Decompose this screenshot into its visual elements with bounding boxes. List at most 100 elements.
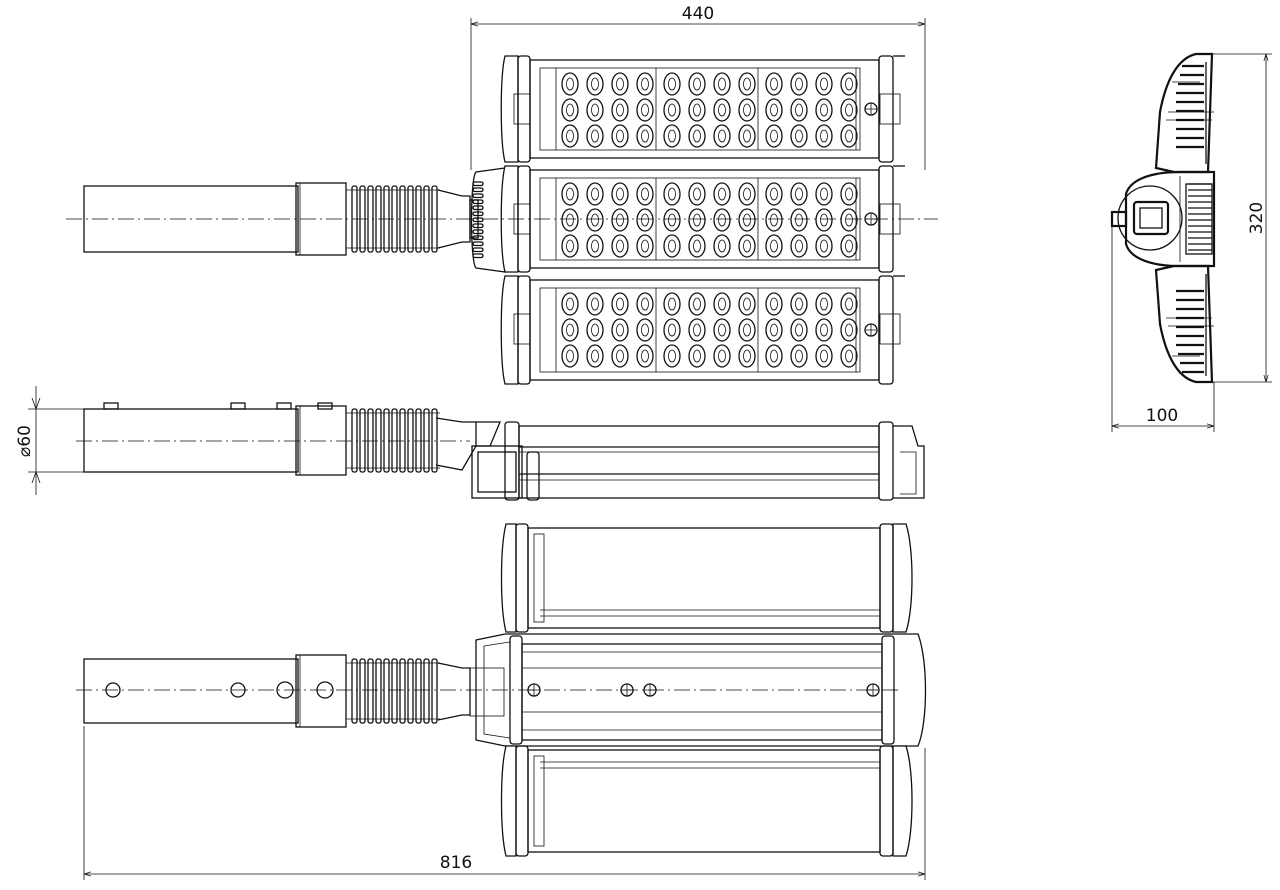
led	[840, 124, 858, 148]
led	[765, 234, 783, 258]
led	[738, 234, 756, 258]
clamp-fin	[472, 241, 484, 247]
led-module	[500, 275, 905, 385]
led	[636, 292, 654, 316]
led	[561, 98, 579, 122]
top-view: 440	[66, 4, 938, 385]
rib	[391, 408, 398, 473]
led	[765, 72, 783, 96]
rib	[351, 658, 358, 724]
led	[611, 124, 629, 148]
rib	[423, 658, 430, 724]
rib	[407, 658, 414, 724]
led	[688, 292, 706, 316]
rib	[399, 658, 406, 724]
dimension-top-width: 440	[470, 4, 926, 170]
bottom-view: 816	[76, 523, 927, 880]
clamp-fin	[472, 235, 484, 241]
led	[738, 344, 756, 368]
led	[738, 292, 756, 316]
led	[738, 124, 756, 148]
clamp-fin	[472, 229, 484, 235]
clamp-fin	[472, 187, 484, 193]
led	[815, 318, 833, 342]
dim-label-100: 100	[1146, 406, 1178, 426]
dim-label-440: 440	[682, 4, 714, 24]
dim-label-816: 816	[440, 853, 472, 873]
led	[738, 98, 756, 122]
led	[586, 124, 604, 148]
rib	[391, 658, 398, 724]
rib	[383, 408, 390, 473]
led	[713, 234, 731, 258]
clamp-fin	[472, 211, 484, 217]
led	[790, 344, 808, 368]
led	[790, 182, 808, 206]
led	[611, 182, 629, 206]
led	[790, 98, 808, 122]
led	[790, 72, 808, 96]
clamp-fin	[472, 205, 484, 211]
led	[663, 208, 681, 232]
led	[713, 182, 731, 206]
led	[663, 72, 681, 96]
led	[586, 72, 604, 96]
led	[561, 292, 579, 316]
led-modules	[500, 55, 905, 385]
led	[790, 124, 808, 148]
side-view: ⌀60	[15, 386, 925, 501]
led	[790, 318, 808, 342]
led	[790, 208, 808, 232]
led-module	[500, 165, 905, 273]
led	[561, 344, 579, 368]
led	[815, 292, 833, 316]
end-cap-right	[892, 745, 913, 857]
led	[840, 344, 858, 368]
rib	[399, 408, 406, 473]
clamp-fin	[472, 193, 484, 199]
led	[815, 234, 833, 258]
rib	[407, 408, 414, 473]
led	[561, 182, 579, 206]
led	[713, 98, 731, 122]
led	[688, 124, 706, 148]
clamp	[470, 167, 506, 273]
led	[611, 208, 629, 232]
rib	[383, 658, 390, 724]
rib	[351, 408, 358, 473]
led	[713, 208, 731, 232]
led	[738, 182, 756, 206]
end-view: 320 100	[1110, 52, 1272, 432]
rib	[367, 658, 374, 724]
led	[738, 72, 756, 96]
clamp-fin	[472, 181, 484, 187]
led	[586, 318, 604, 342]
led	[790, 292, 808, 316]
led	[738, 318, 756, 342]
led	[738, 208, 756, 232]
led	[688, 208, 706, 232]
end-cap-right	[892, 523, 913, 633]
led	[636, 182, 654, 206]
led	[765, 318, 783, 342]
led	[815, 182, 833, 206]
led	[840, 318, 858, 342]
end-cap-left	[500, 275, 519, 385]
led	[688, 234, 706, 258]
led	[815, 98, 833, 122]
led	[611, 98, 629, 122]
led	[586, 292, 604, 316]
led	[765, 344, 783, 368]
led-module	[500, 55, 905, 163]
led	[713, 318, 731, 342]
led	[765, 98, 783, 122]
led	[611, 318, 629, 342]
led	[611, 72, 629, 96]
led	[765, 292, 783, 316]
led	[561, 124, 579, 148]
end-cap-left	[500, 523, 517, 633]
led	[663, 318, 681, 342]
led	[636, 344, 654, 368]
dimension-pipe-diameter: ⌀60	[15, 386, 84, 495]
